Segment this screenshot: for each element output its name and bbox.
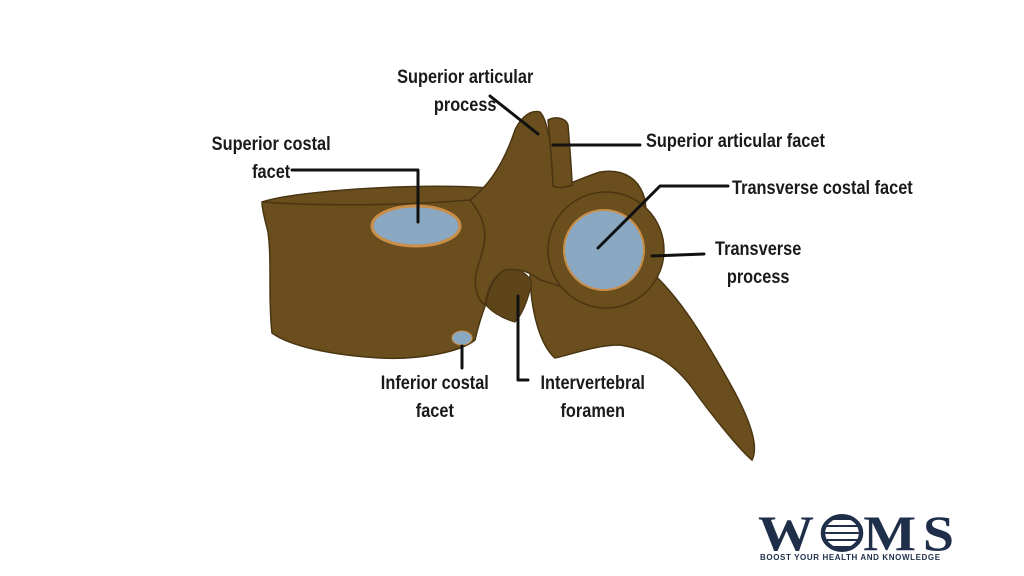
superior-costal-facet-shape <box>370 204 462 248</box>
vertebral-body-top-rim <box>261 199 471 206</box>
logo-tagline: BOOST YOUR HEALTH AND KNOWLEDGE <box>760 553 941 562</box>
leader-intervertebral-foramen <box>516 294 530 382</box>
superior-articular-facet-shape <box>547 117 573 189</box>
leader-transverse-costal-facet <box>596 184 730 250</box>
leader-superior-articular-process <box>488 94 540 136</box>
label-transverse-process: Transverse process <box>715 239 802 288</box>
leader-superior-costal-facet <box>290 168 420 224</box>
intervertebral-notch <box>485 268 533 323</box>
leader-transverse-process <box>650 252 706 258</box>
globe-icon <box>820 514 864 552</box>
transverse-costal-facet-shape <box>563 209 645 291</box>
label-inferior-costal-facet: Inferior costal facet <box>380 373 489 422</box>
label-superior-articular-process: Superior articular process <box>397 67 534 116</box>
label-superior-costal-facet: Superior costal facet <box>211 134 331 183</box>
label-superior-articular-facet: Superior articular facet <box>646 131 825 152</box>
inferior-costal-facet-shape <box>451 330 473 346</box>
label-intervertebral-foramen: Intervertebral foramen <box>540 373 645 422</box>
label-transverse-costal-facet: Transverse costal facet <box>732 178 913 199</box>
